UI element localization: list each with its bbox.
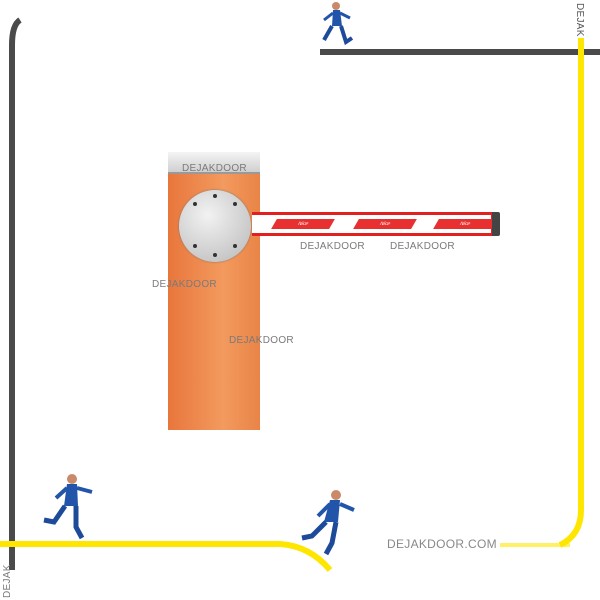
site-watermark: DEJAKDOOR.COM [387, 537, 497, 551]
motor-disc [179, 190, 251, 262]
running-worker-icon [301, 490, 355, 556]
watermark: DEJAKDOOR [390, 241, 455, 252]
running-worker-icon [43, 474, 93, 540]
post-cap [168, 152, 260, 174]
watermark: DEJAKDOOR [152, 279, 217, 290]
watermark: DEJAKDOOR [229, 335, 294, 346]
watermark: DEJAKDOOR [182, 163, 247, 174]
arm-stripe: Nice [271, 219, 335, 229]
running-worker-icon [322, 2, 354, 46]
arm-stripe: Nice [353, 219, 417, 229]
barrier-arm: Nice Nice Nice [252, 212, 497, 236]
corner-watermark-bottom: DEJAK [2, 564, 13, 598]
watermark: DEJAKDOOR [300, 241, 365, 252]
arm-stripe: Nice [433, 219, 497, 229]
arm-end-cap [492, 212, 500, 236]
corner-watermark-top: DEJAK [574, 3, 585, 37]
